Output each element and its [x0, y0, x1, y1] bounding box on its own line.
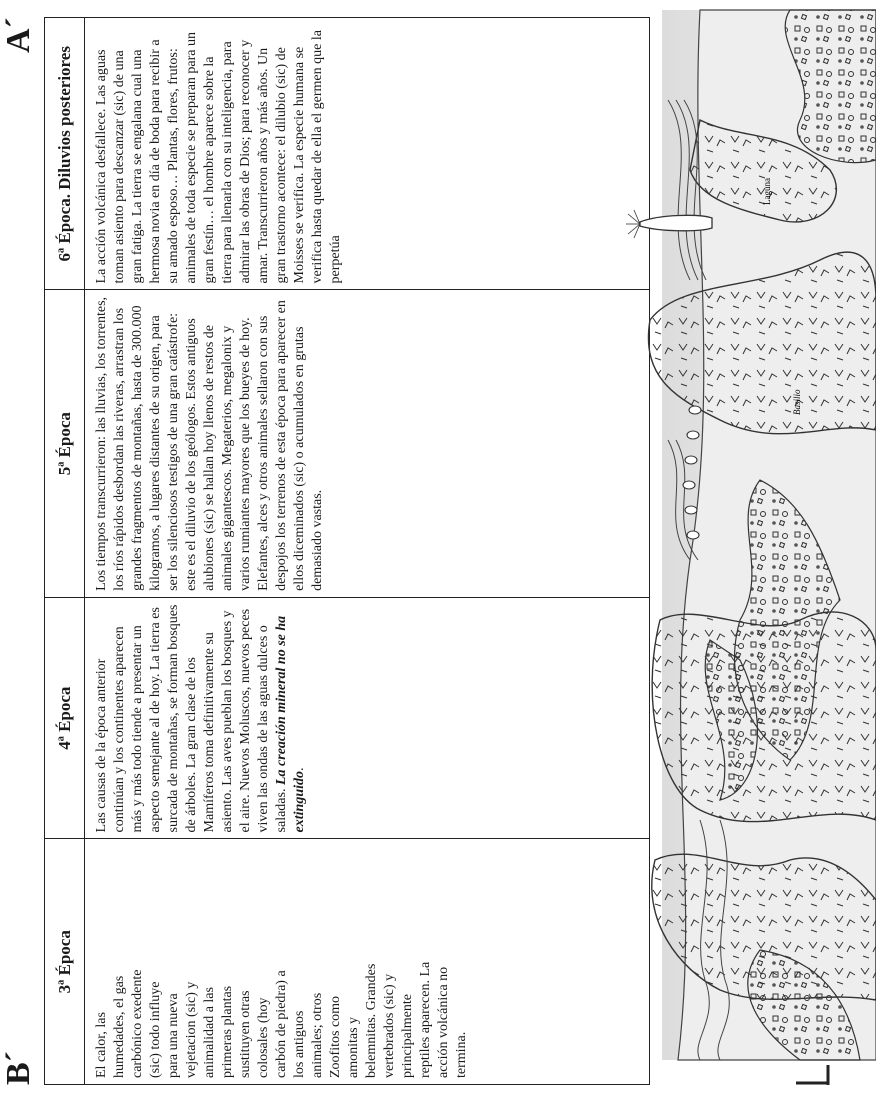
- column-header: 4ª Época: [45, 598, 85, 839]
- column-text: Las causas de la época anterior continúa…: [94, 605, 289, 833]
- column-header: 3ª Época: [45, 839, 85, 1084]
- section-marker-a: A´: [0, 17, 38, 53]
- column-text: El calor, las humedades, el gas carbónic…: [85, 839, 471, 1084]
- column-text-wrap: Las causas de la época anterior continúa…: [85, 598, 309, 839]
- section-marker-b: B´: [0, 1051, 38, 1085]
- column-header: 6ª Época. Diluvios posteriores: [45, 18, 85, 289]
- epoch-column-5: 5ª Época Los tiempos transcurrieron: las…: [45, 289, 649, 596]
- column-text: Los tiempos transcurrieron: las lluvias,…: [85, 290, 327, 596]
- cut-line: [776, 17, 856, 1085]
- epoch-column-3: 3ª Época El calor, las humedades, el gas…: [45, 838, 649, 1084]
- column-text: La acción volcánica desfallece. Las agua…: [85, 18, 345, 289]
- epochs-table: 3ª Época El calor, las humedades, el gas…: [44, 17, 650, 1085]
- epoch-column-4: 4ª Época Las causas de la época anterior…: [45, 597, 649, 839]
- column-header: 5ª Época: [45, 290, 85, 596]
- epoch-column-6: 6ª Época. Diluvios posteriores La acción…: [45, 18, 649, 289]
